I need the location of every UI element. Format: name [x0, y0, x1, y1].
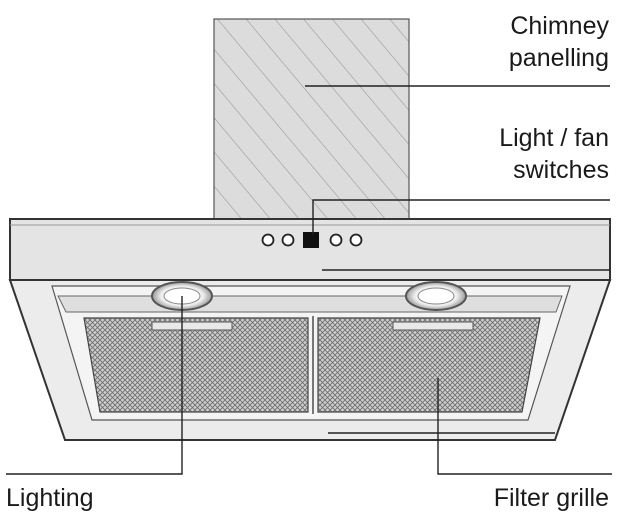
switch-button [261, 233, 275, 247]
label-switches-line2: switches [513, 156, 609, 184]
switch-button [329, 233, 343, 247]
leader-lighting [6, 296, 183, 475]
label-switches-line1: Light / fan [499, 124, 609, 152]
switch-display [303, 232, 319, 248]
leader-switches [312, 199, 610, 235]
switch-button [281, 233, 295, 247]
switch-panel [261, 232, 363, 248]
label-filter-grille: Filter grille [493, 484, 609, 512]
label-chimney-line2: panelling [508, 44, 609, 72]
label-lighting: Lighting [6, 484, 94, 512]
filter-grille-right [317, 317, 541, 413]
chimney-panelling [213, 18, 410, 220]
filter-handle-right [392, 321, 474, 331]
hood-front-band [9, 218, 611, 281]
switch-button [349, 233, 363, 247]
label-switches: Light / fan switches [499, 122, 609, 186]
filter-grille-left [83, 317, 309, 413]
label-chimney-line1: Chimney [510, 12, 609, 40]
label-chimney: Chimney panelling [509, 10, 609, 74]
filter-handle-left [151, 321, 233, 331]
leader-filter [437, 378, 612, 475]
